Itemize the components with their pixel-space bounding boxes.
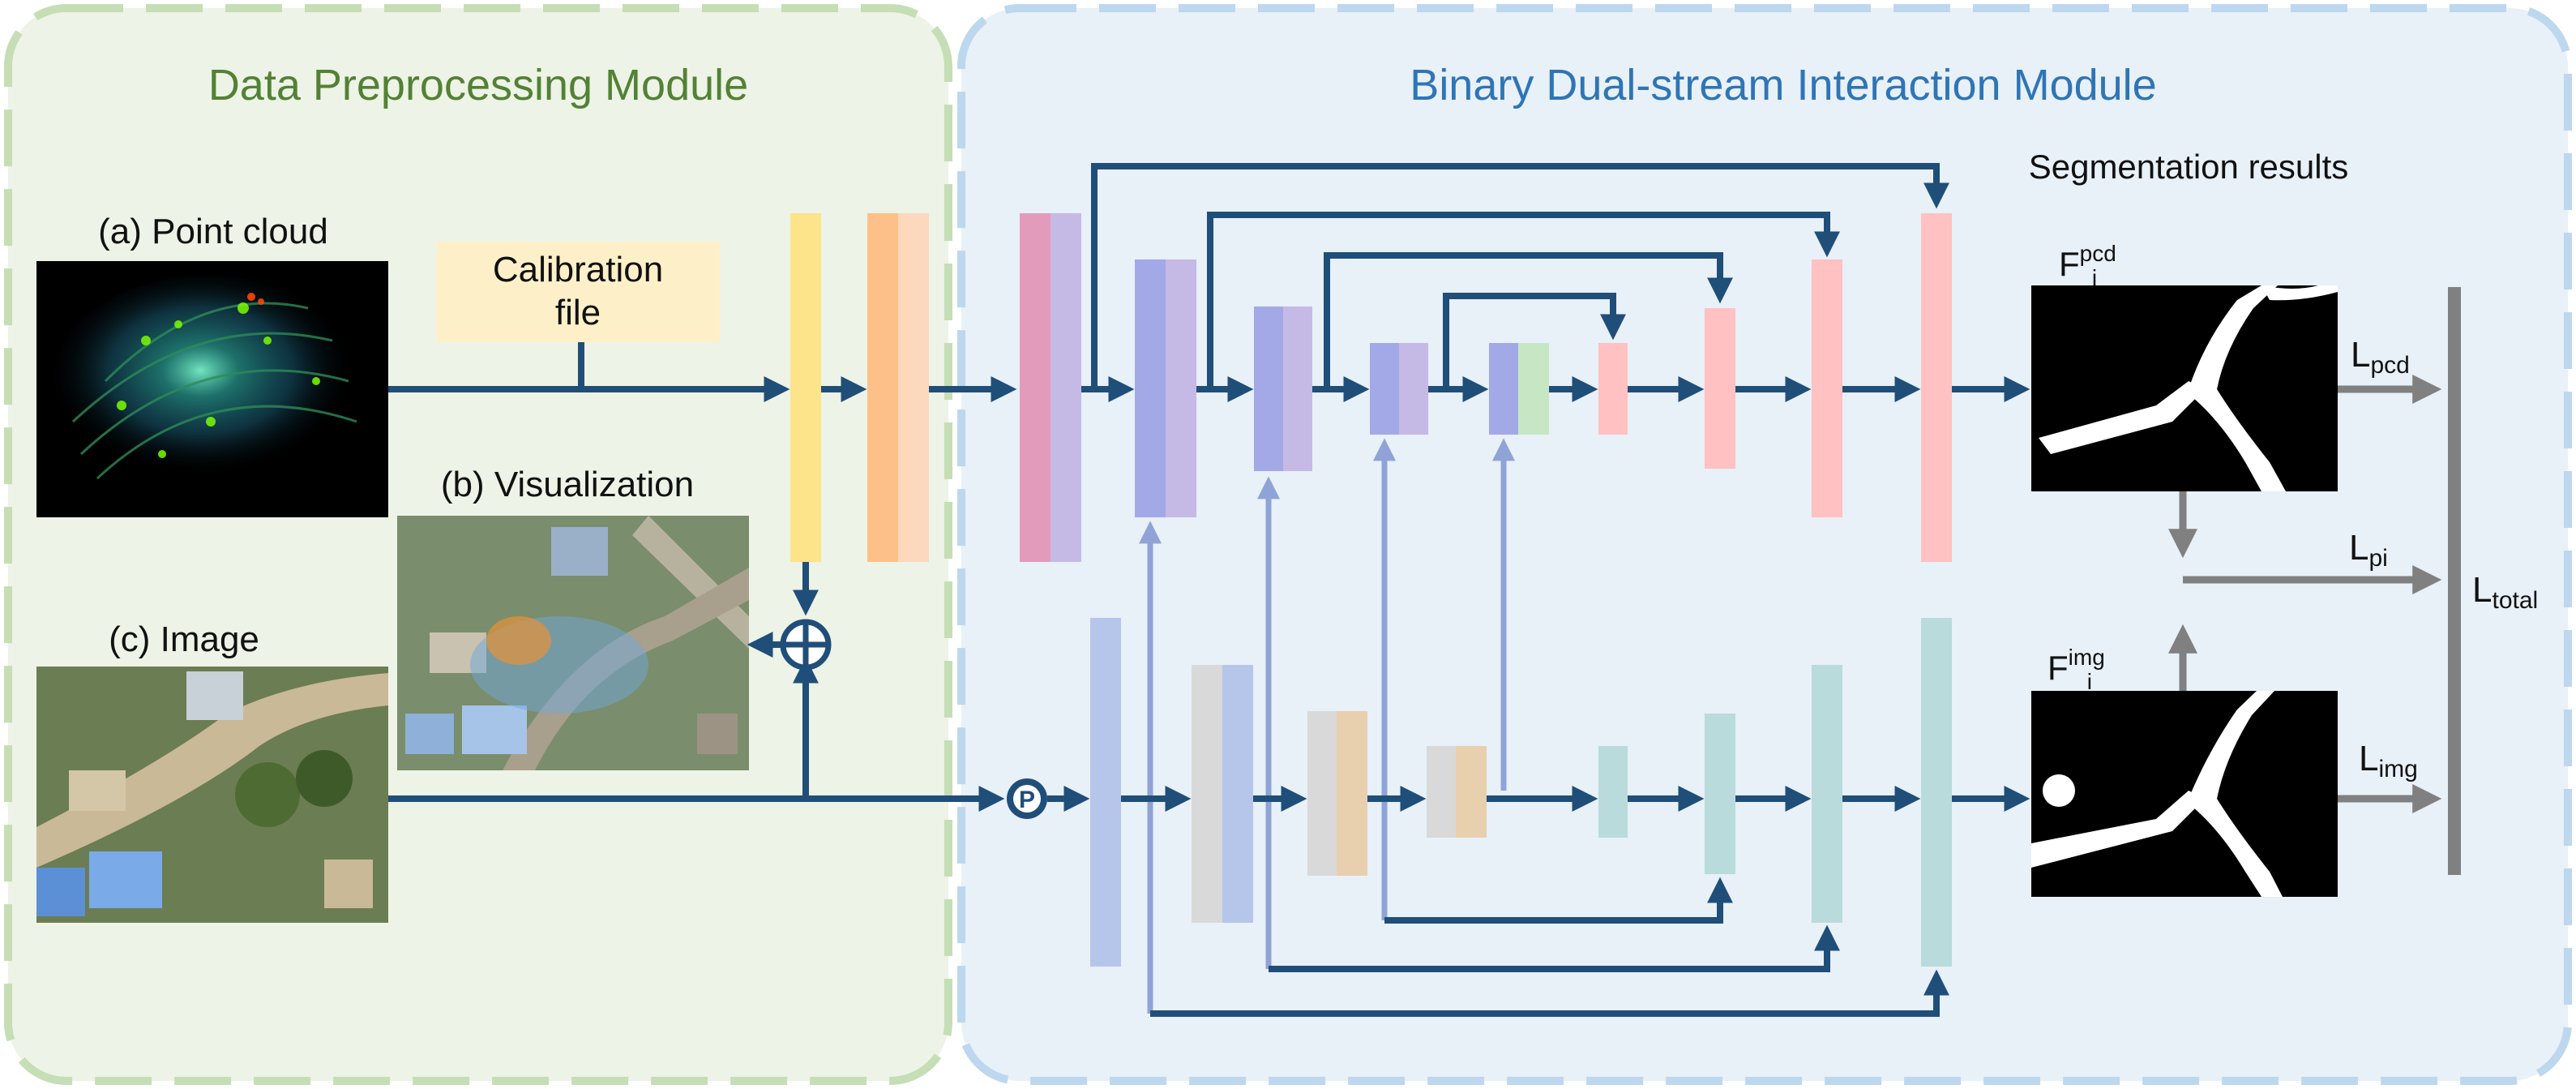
pcd-dec-3: [1812, 259, 1842, 517]
svg-text:P: P: [1019, 787, 1035, 813]
calibration-line2: file: [555, 293, 601, 332]
total-loss-bar: [2448, 287, 2461, 875]
pcd-enc-3b: [1283, 307, 1312, 471]
img-encoder-blocks: [1090, 618, 1487, 967]
skip-bottom-2: [1269, 924, 1840, 972]
main-flow-arrows: [1047, 163, 2030, 1017]
point-cloud-image: [36, 261, 388, 517]
skip-top-1: [1091, 163, 1949, 389]
img-enc-4a: [1427, 746, 1456, 838]
pcd-enc-5b: [1518, 343, 1549, 435]
pcd-enc-2a: [1135, 259, 1166, 517]
loss-pcd-label: Lpcd: [2351, 335, 2410, 379]
pcd-enc-2b: [1166, 259, 1196, 517]
loss-arrows: [2168, 375, 2442, 813]
image-label: (c) Image: [109, 620, 259, 659]
pcd-enc-1b: [1051, 213, 1081, 562]
preprocessing-title: Data Preprocessing Module: [208, 61, 748, 109]
fusion-symbol: [780, 619, 832, 671]
pcd-dec-4: [1921, 213, 1952, 562]
skip-bottom-1: [1150, 969, 1949, 1017]
pcd-segmentation-mask: [2031, 285, 2338, 491]
pool-symbol: P: [1007, 778, 1047, 819]
loss-pi-label: Lpi: [2349, 528, 2388, 572]
img-enc-4b: [1456, 746, 1487, 838]
img-segmentation-mask: [2031, 691, 2338, 897]
visualization-label: (b) Visualization: [441, 465, 694, 504]
img-enc-2b: [1222, 665, 1253, 923]
segmentation-title: Segmentation results: [2029, 148, 2349, 186]
interaction-title: Binary Dual-stream Interaction Module: [1410, 61, 2156, 109]
pcd-enc-4a: [1370, 343, 1399, 435]
aerial-image: [36, 667, 388, 923]
skip-top-2: [1207, 212, 1840, 389]
img-dec-3: [1812, 665, 1842, 923]
pcd-encoder-blocks: [1020, 213, 1549, 562]
img-decoder-blocks: [1598, 618, 1952, 967]
img-dec-4: [1921, 618, 1952, 967]
cross-stream-arrows: [1139, 438, 1515, 1014]
img-enc-3b: [1337, 711, 1367, 876]
pcd-dec-2: [1705, 308, 1735, 469]
img-dec-1: [1598, 746, 1628, 838]
img-enc-1: [1090, 618, 1121, 967]
pcd-decoder-blocks: [1598, 213, 1952, 562]
left-arrows: [388, 342, 1017, 812]
pcd-enc-5a: [1489, 343, 1518, 435]
calibration-line1: Calibration: [493, 250, 663, 289]
yellow-projection-block: [790, 213, 821, 562]
skip-top-3: [1324, 252, 1733, 389]
loss-img-label: Limg: [2359, 739, 2418, 782]
visualization-image: [397, 516, 749, 770]
pcd-dec-1: [1598, 343, 1628, 435]
img-enc-2a: [1192, 665, 1222, 923]
img-enc-3a: [1307, 711, 1337, 876]
orange-block-b: [898, 213, 929, 562]
loss-total-label: Ltotal: [2472, 570, 2538, 614]
skip-top-4: [1443, 293, 1626, 389]
calibration-box: [436, 242, 720, 342]
skip-bottom-3: [1384, 877, 1733, 924]
orange-block-a: [867, 213, 898, 562]
img-dec-2: [1705, 714, 1735, 874]
pcd-enc-3a: [1254, 307, 1283, 471]
pcd-enc-1a: [1020, 213, 1051, 562]
point-cloud-label: (a) Point cloud: [98, 212, 328, 251]
pcd-enc-4b: [1399, 343, 1428, 435]
